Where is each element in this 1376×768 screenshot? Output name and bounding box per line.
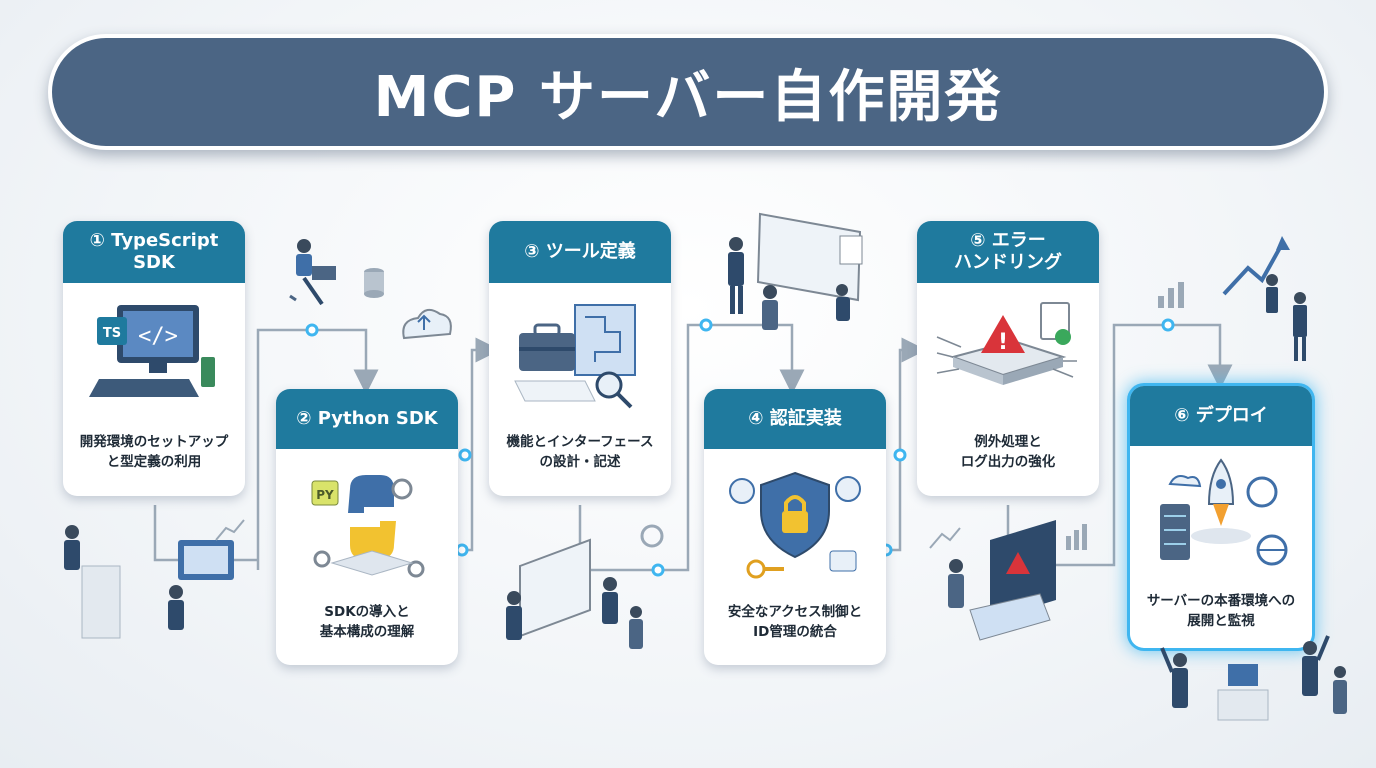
step-heading: ⑥ デプロイ bbox=[1130, 386, 1312, 446]
step-card-typescript-sdk: ① TypeScript SDK </> TS 開発環境のセットアップ と型定義… bbox=[63, 221, 245, 496]
code-editor-icon: </> TS bbox=[89, 305, 215, 397]
step-card-python-sdk: ② Python SDK PY SDKの導入と 基本構成の理解 bbox=[276, 389, 458, 665]
step-desc-line1: 機能とインターフェース bbox=[506, 434, 654, 450]
step-desc-line1: SDKの導入と bbox=[324, 604, 410, 620]
step-heading: ⑤ エラー ハンドリング bbox=[917, 221, 1099, 283]
step-heading-text-line2: ハンドリング bbox=[954, 252, 1062, 273]
step-desc-line1: 例外処理と bbox=[974, 434, 1042, 450]
step-desc-line2: ログ出力の強化 bbox=[960, 453, 1056, 470]
step-desc-line2: と型定義の利用 bbox=[106, 453, 202, 470]
shield-lock-icon bbox=[729, 471, 861, 579]
node-dot bbox=[305, 323, 319, 337]
step-desc-line1: サーバーの本番環境への bbox=[1146, 593, 1296, 609]
typescript-badge-icon: TS bbox=[103, 326, 121, 341]
step-desc-line2: 展開と監視 bbox=[1187, 612, 1255, 629]
node-dot bbox=[455, 543, 469, 557]
step-heading-text: ② Python SDK bbox=[296, 407, 438, 429]
step-desc-line2: ID管理の統合 bbox=[753, 623, 837, 640]
node-dot bbox=[458, 448, 472, 462]
step-heading: ③ ツール定義 bbox=[489, 221, 671, 283]
step-heading: ① TypeScript SDK bbox=[63, 221, 245, 283]
step-card-authentication: ④ 認証実装 安全なアクセス制御と ID管理の統合 bbox=[704, 389, 886, 665]
connector-1-down bbox=[153, 505, 258, 562]
svg-text:!: ! bbox=[998, 330, 1008, 355]
node-dot bbox=[893, 448, 907, 462]
warning-chip-icon: ! bbox=[936, 302, 1077, 385]
node-dot bbox=[651, 563, 665, 577]
toolbox-blueprint-icon bbox=[514, 304, 636, 409]
step-card-tool-definition: ③ ツール定義 機能とインターフェース の設計・記述 bbox=[489, 221, 671, 496]
node-dot bbox=[1161, 318, 1175, 332]
step-heading-text: ① TypeScript SDK bbox=[89, 229, 219, 274]
step-card-error-handling: ⑤ エラー ハンドリング ! 例外処理と ログ出力の強化 bbox=[917, 221, 1099, 496]
svg-text:</>: </> bbox=[138, 324, 178, 349]
step-heading: ② Python SDK bbox=[276, 389, 458, 449]
node-dot bbox=[699, 318, 713, 332]
python-logo-icon: PY bbox=[311, 475, 425, 578]
step-heading-text: ③ ツール定義 bbox=[524, 240, 636, 262]
step-heading-text: ④ 認証実装 bbox=[748, 407, 842, 429]
step-heading-text: ⑥ デプロイ bbox=[1174, 404, 1268, 426]
step-heading-text: ⑤ エラー bbox=[970, 229, 1046, 251]
step-desc-line2: 基本構成の理解 bbox=[319, 623, 415, 640]
step-desc-line1: 安全なアクセス制御と bbox=[727, 604, 863, 620]
python-badge-icon: PY bbox=[316, 488, 334, 502]
rocket-server-icon bbox=[1160, 458, 1288, 566]
step-desc-line2: の設計・記述 bbox=[539, 453, 621, 470]
title-banner: MCP サーバー自作開発 bbox=[48, 34, 1328, 150]
page-title: MCP サーバー自作開発 bbox=[373, 64, 1003, 130]
step-card-deploy: ⑥ デプロイ サーバーの本番環境への 展開と監視 bbox=[1130, 386, 1312, 648]
step-desc-line1: 開発環境のセットアップ bbox=[79, 434, 229, 450]
step-heading: ④ 認証実装 bbox=[704, 389, 886, 449]
